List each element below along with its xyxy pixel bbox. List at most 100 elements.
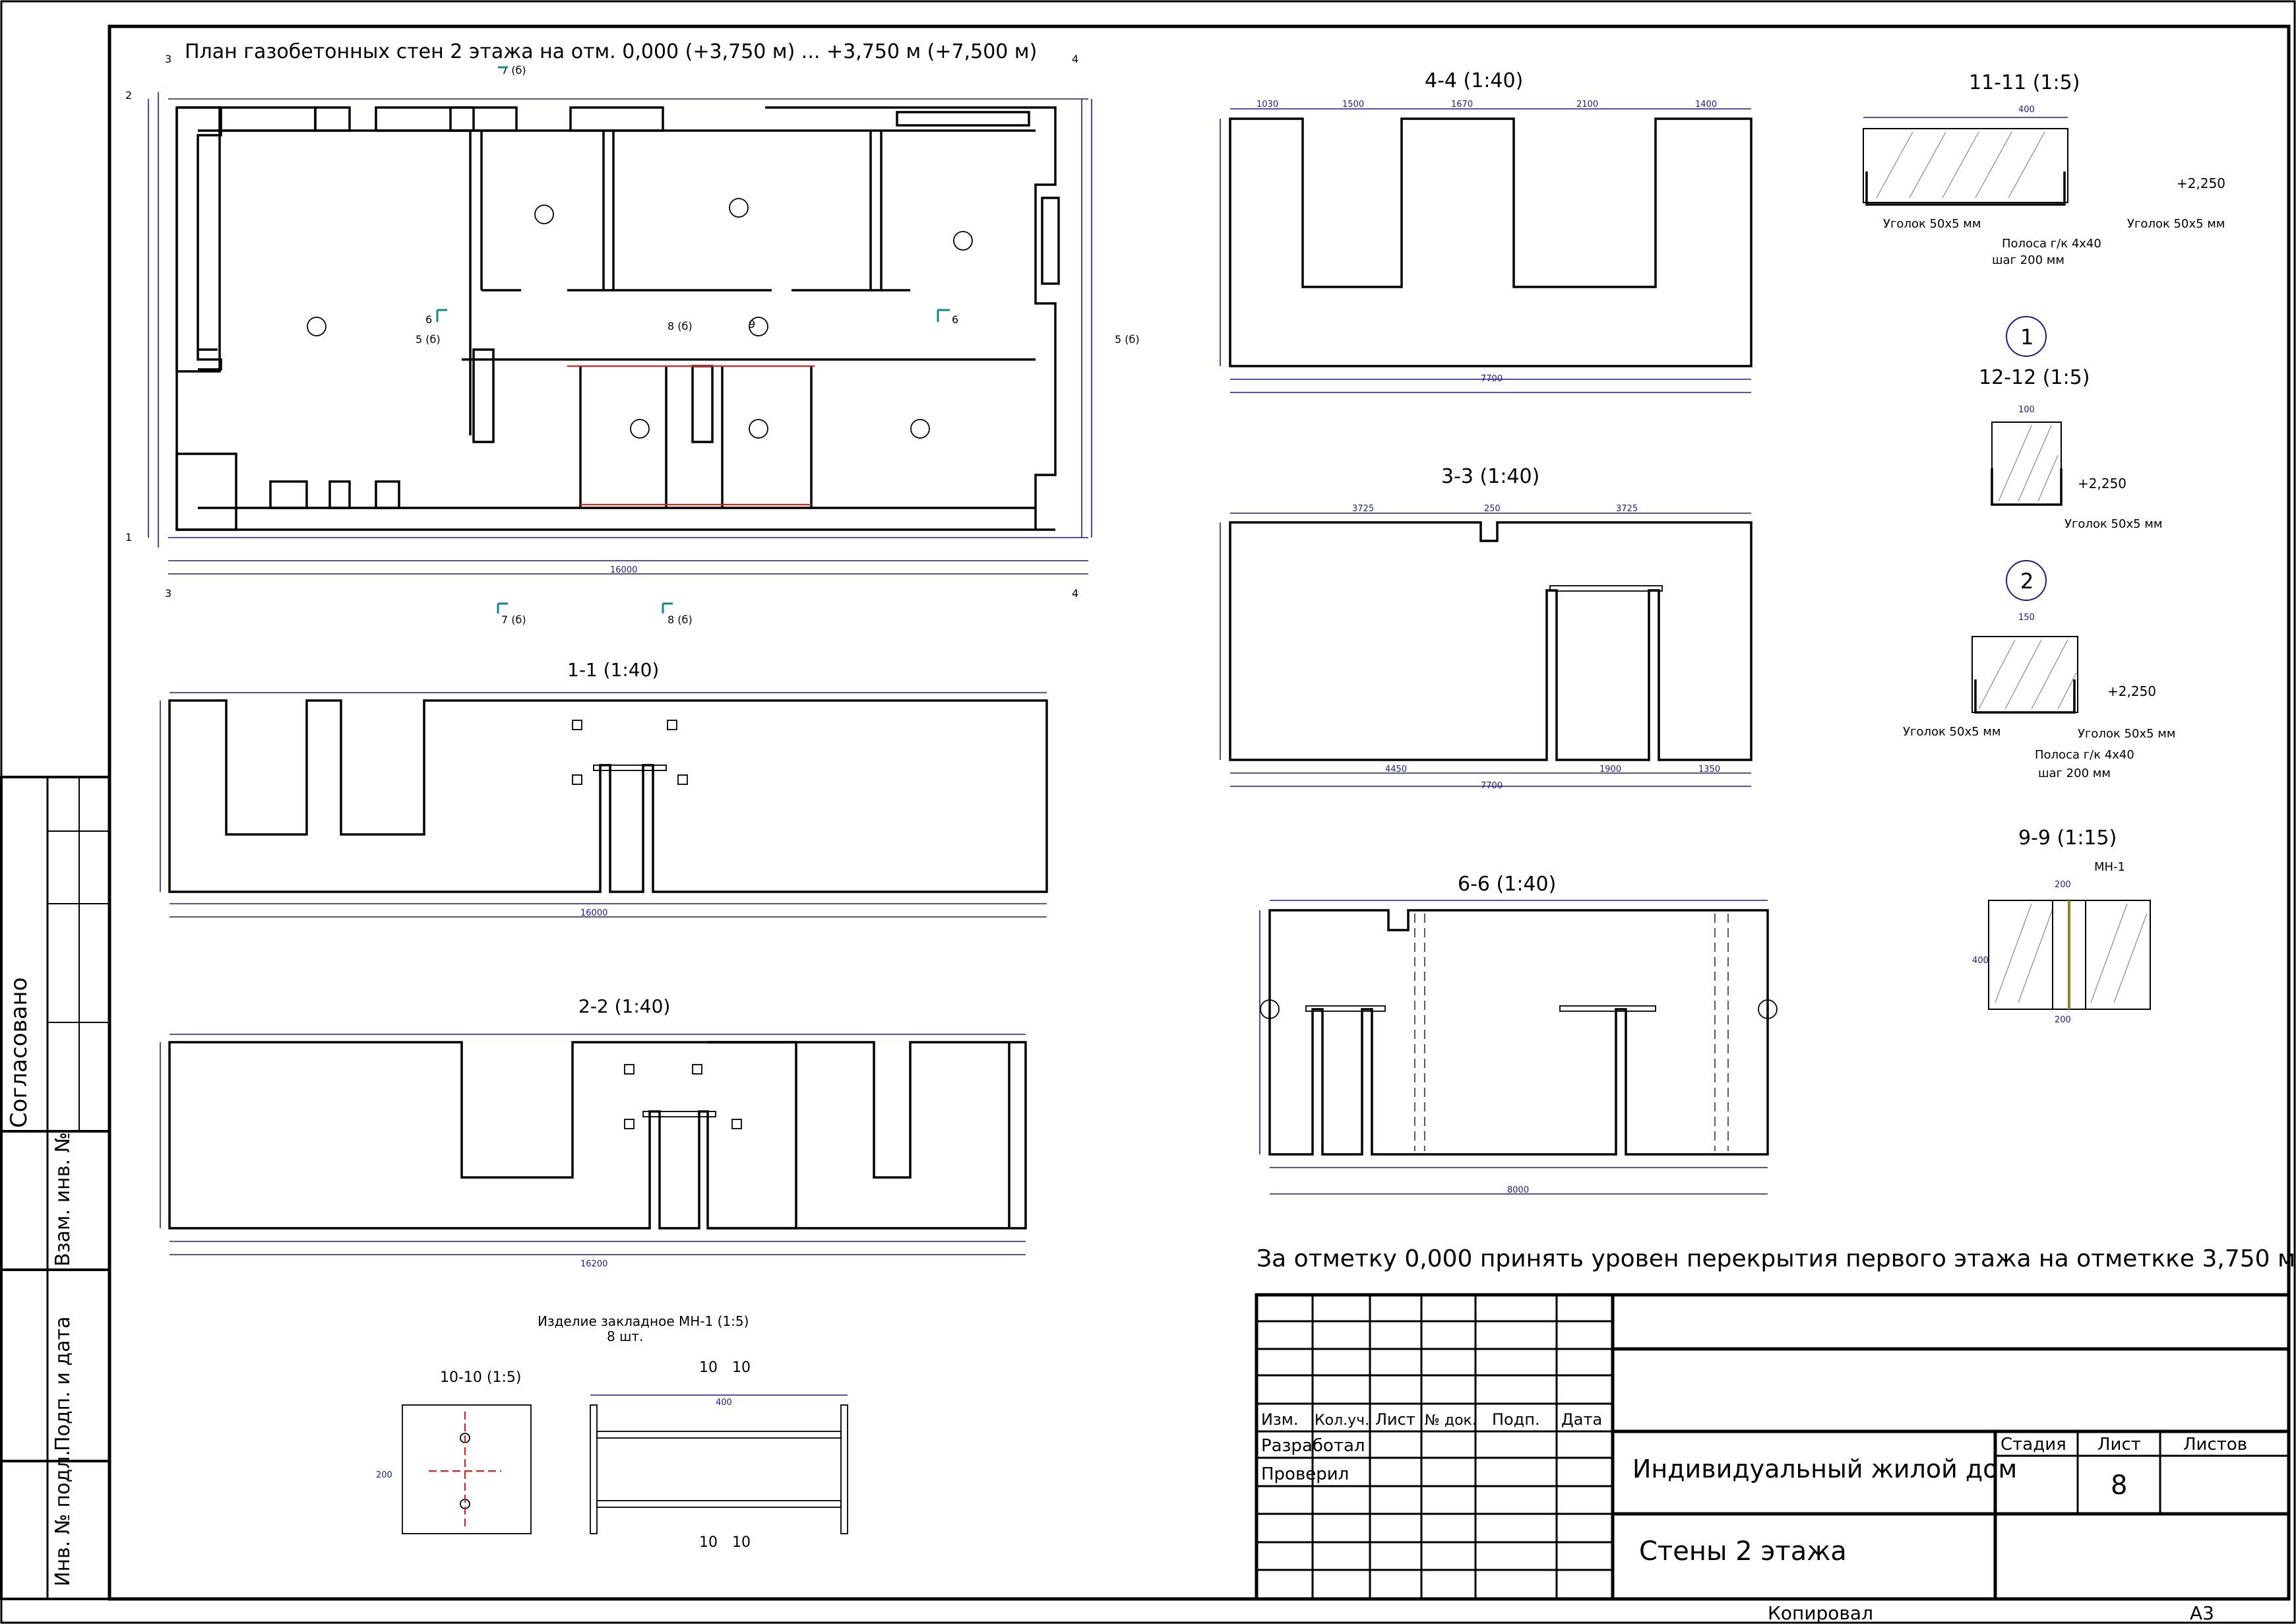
axis-5-right: 5 (б): [1115, 333, 1140, 346]
sheet-number: 8: [2111, 1470, 2127, 1501]
mark-10-bl: 10: [699, 1534, 718, 1551]
axis-8-top: 8 (б): [667, 320, 693, 332]
hdr-date: Дата: [1561, 1410, 1602, 1429]
inv-orig-label: Инв. № подл.: [51, 1450, 75, 1586]
title-block: Изм. Кол.уч. Лист № док. Подп. Дата Разр…: [1255, 1293, 2291, 1624]
s44-total: 7700: [1481, 374, 1503, 384]
s44-d3: 2100: [1576, 100, 1598, 109]
hdr-sign: Подп.: [1492, 1410, 1540, 1429]
callout-2: [2006, 560, 2047, 601]
plan-title: План газобетонных стен 2 этажа на отм. 0…: [185, 40, 1037, 63]
axis-6-left: 6: [425, 313, 432, 326]
axis-3-top: 3: [165, 53, 171, 65]
axis-4-bottom: 4: [1072, 587, 1078, 600]
detail-12-12: 1 12-12 (1:5) 100 +2,250 Уголок 50х5 мм: [1979, 316, 2162, 531]
row-checked: Проверил: [1261, 1464, 1349, 1484]
project-name: Индивидуальный жилой дом: [1632, 1454, 2017, 1483]
detail-9-9: 9-9 (1:15) 200 200 400 МН-1: [1972, 827, 2151, 1025]
s99-title: 9-9 (1:15): [2018, 827, 2117, 850]
s2-angle-left: Уголок 50х5 мм: [1903, 725, 2001, 739]
s1212-mark: +2,250: [2078, 476, 2126, 491]
s2-strip: Полоса г/к 4х40: [2035, 748, 2134, 762]
axis-1: 1: [125, 531, 132, 544]
mn1-length: 400: [716, 1398, 732, 1408]
axis-3-bottom: 3: [165, 587, 171, 600]
axis-2: 2: [125, 89, 132, 102]
s2-mark: +2,250: [2107, 683, 2156, 699]
s1212-title: 12-12 (1:5): [1979, 366, 2090, 389]
s33-b2: 1350: [1698, 765, 1720, 774]
mark-10-br: 10: [732, 1534, 751, 1551]
note-text: За отметку 0,000 принять уровен перекрыт…: [1257, 1245, 2295, 1272]
side-strip: Согласовано Взам. инв. № Подп. и дата Ин…: [0, 776, 111, 1600]
section-1-1: 1-1 (1:40) 16000: [160, 659, 1048, 918]
s1111-width: 400: [2018, 105, 2035, 115]
s1111-angle-left: Уголок 50х5 мм: [1883, 217, 1981, 231]
s99-width-bottom: 200: [2055, 1015, 2071, 1025]
sheet-label: Лист: [2097, 1435, 2141, 1454]
axis-9: 9: [749, 318, 755, 330]
s33-b0: 4450: [1385, 765, 1407, 774]
s1111-angle-right: Уголок 50х5 мм: [2127, 217, 2225, 231]
detail-11-11: 11-11 (1:5) 400 +2,250 Уголок 50х5 мм Уг…: [1863, 71, 2225, 267]
s99-width: 200: [2055, 880, 2071, 890]
row-developed: Разработал: [1261, 1436, 1365, 1456]
s33-d0: 3725: [1352, 504, 1374, 514]
section-2-2: 2-2 (1:40) 16200: [160, 995, 1027, 1269]
axis-6-right: 6: [952, 313, 958, 326]
s2-width: 150: [2018, 613, 2035, 623]
hdr-list: Лист: [1375, 1410, 1415, 1429]
s1212-angle: Уголок 50х5 мм: [2064, 517, 2162, 531]
s44-d0: 1030: [1257, 100, 1278, 109]
axis-5-left: 5 (б): [416, 333, 441, 346]
floor-plan: План газобетонных стен 2 этажа на отм. 0…: [125, 40, 1140, 626]
embed-title: Изделие закладное МН-1 (1:5): [538, 1313, 749, 1329]
mark-10-tr: 10: [732, 1359, 751, 1376]
hdr-kol: Кол.уч.: [1315, 1412, 1369, 1429]
axis-7-bottom: 7 (б): [501, 613, 526, 626]
s11-total: 16000: [580, 908, 607, 918]
main-frame: [108, 24, 2291, 1601]
sheet-title: Стены 2 этажа: [1639, 1536, 1847, 1567]
section-6-6: 6-6 (1:40) 8000: [1259, 873, 1778, 1195]
s1111-step: шаг 200 мм: [1992, 253, 2064, 267]
stage-label: Стадия: [2001, 1435, 2066, 1454]
s11-title: 1-1 (1:40): [567, 659, 659, 681]
section-3-3: 3-3 (1:40) 7700 3725 250 3725 4450 1900 …: [1220, 465, 1753, 791]
hdr-izm: Изм.: [1261, 1410, 1298, 1429]
inv-swap-label: Взам. инв. №: [51, 1132, 75, 1266]
callout-1-label: 1: [2020, 325, 2033, 350]
callout-2-label: 2: [2020, 569, 2033, 594]
axis-8-bottom: 8 (б): [667, 613, 693, 626]
s99-height: 400: [1972, 956, 1989, 966]
s2-step: шаг 200 мм: [2038, 766, 2111, 780]
sign-date-label: Подп. и дата: [51, 1317, 75, 1451]
axis-4-top: 4: [1072, 53, 1078, 65]
s1010-title: 10-10 (1:5): [440, 1369, 522, 1386]
s1212-width: 100: [2018, 405, 2035, 415]
callout-1: [2006, 316, 2047, 357]
copied-label: Копировал: [1768, 1602, 1873, 1624]
embed-count: 8 шт.: [607, 1328, 643, 1344]
detail-2: 2 150 +2,250 Уголок 50х5 мм Уголок 50х5 …: [1903, 560, 2175, 780]
s22-total: 16200: [580, 1259, 607, 1269]
plan-total-dim: 16000: [610, 565, 637, 575]
s44-title: 4-4 (1:40): [1425, 69, 1523, 92]
s44-d4: 1400: [1695, 100, 1717, 109]
agreed-label: Согласовано: [6, 978, 32, 1128]
s44-d2: 1670: [1451, 100, 1473, 109]
s33-d1: 250: [1484, 504, 1501, 514]
format-label: А3: [2190, 1602, 2214, 1624]
s44-d1: 1500: [1342, 100, 1364, 109]
s66-total: 8000: [1507, 1185, 1529, 1195]
s2-angle-right: Уголок 50х5 мм: [2078, 727, 2175, 741]
s33-b1: 1900: [1599, 765, 1621, 774]
s22-title: 2-2 (1:40): [578, 995, 670, 1017]
embed-mn1: Изделие закладное МН-1 (1:5) 8 шт. 10-10…: [376, 1313, 848, 1551]
s1111-strip: Полоса г/к 4х40: [2002, 237, 2101, 251]
mark-10-tl: 10: [699, 1359, 718, 1376]
axis-7-top: 7 (б): [501, 64, 526, 77]
s33-title: 3-3 (1:40): [1441, 465, 1539, 488]
s1010-side: 200: [376, 1470, 392, 1480]
